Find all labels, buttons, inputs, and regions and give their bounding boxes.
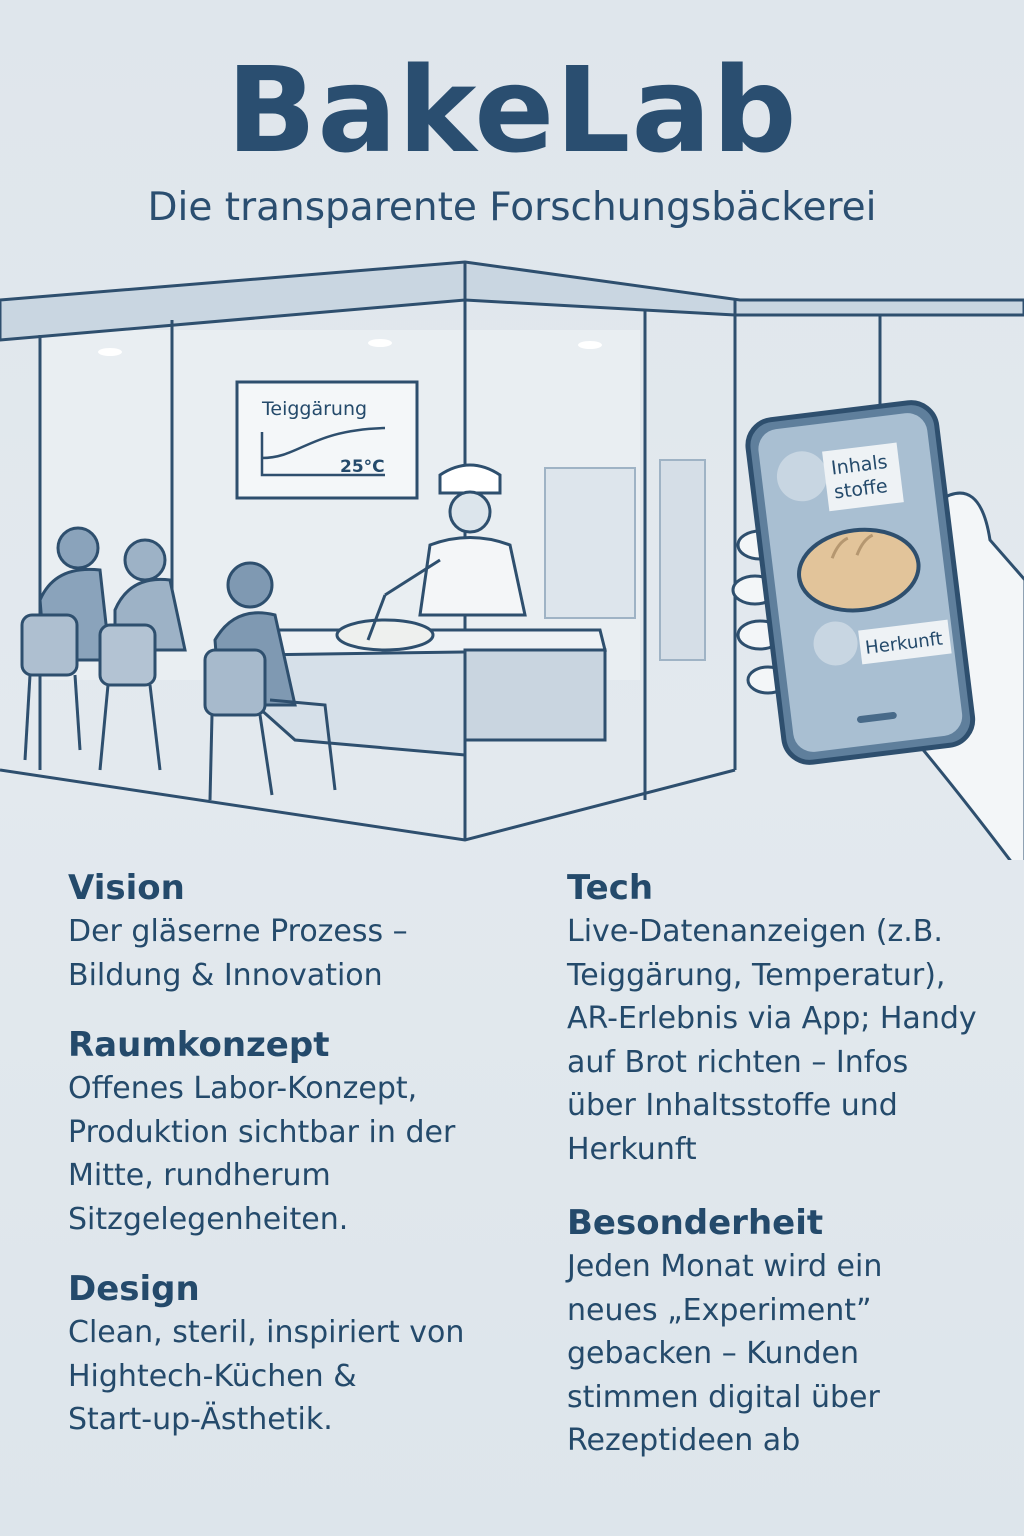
section-text: Der gläserne Prozess –	[68, 914, 408, 949]
section-heading: Raumkonzept	[68, 1025, 330, 1065]
section-text: Herkunft	[567, 1131, 697, 1167]
visitor-figure	[98, 538, 187, 771]
smartphone	[745, 400, 976, 765]
section-text: auf Brot richten – Infos	[567, 1044, 909, 1080]
section-heading: Design	[68, 1269, 200, 1309]
section-tech: Tech Live-Datenanzeigen (z.B. Teiggärung…	[567, 866, 1024, 1171]
ceiling-light	[98, 348, 122, 356]
chef-figure	[366, 463, 527, 641]
bakery-illustration: Teiggärung 25°C Inhals stoffe Herkunft	[0, 260, 1024, 860]
poster-title: BakeLab	[226, 41, 798, 179]
ceiling-light	[578, 341, 602, 349]
section-design: Design Clean, steril, inspiriert von Hig…	[68, 1267, 548, 1442]
section-text: über Inhaltsstoffe und	[567, 1088, 898, 1123]
section-text: Offenes Labor-Konzept,	[68, 1071, 418, 1106]
section-vision: Vision Der gläserne Prozess – Bildung & …	[68, 866, 548, 997]
section-text: gebacken – Kunden	[567, 1336, 859, 1371]
section-text: Rezeptideen ab	[567, 1423, 801, 1458]
section-text: stimmen digital über	[567, 1379, 880, 1415]
section-raumkonzept: Raumkonzept Offenes Labor-Konzept, Produ…	[68, 1023, 548, 1241]
section-text: Produktion sichtbar in der	[68, 1114, 456, 1150]
left-column: Vision Der gläserne Prozess – Bildung & …	[68, 866, 548, 1468]
screen-label: Teiggärung	[261, 398, 367, 420]
section-text: AR-Erlebnis via App; Handy	[567, 1001, 977, 1036]
section-text: neues „Experiment”	[567, 1292, 872, 1328]
dough	[335, 618, 435, 652]
section-text: Hightech-Küchen &	[68, 1358, 357, 1394]
section-heading: Besonderheit	[567, 1203, 824, 1243]
data-screen	[235, 380, 419, 500]
section-text: Clean, steril, inspiriert von	[68, 1315, 465, 1350]
back-shelf	[544, 467, 636, 619]
origin-icon	[813, 621, 858, 666]
section-text: Mitte, rundherum	[68, 1158, 331, 1193]
section-text: Jeden Monat wird ein	[567, 1249, 883, 1284]
ingredients-icon	[776, 451, 827, 502]
section-text: Teiggärung, Temperatur),	[567, 957, 946, 993]
ceiling-light	[368, 339, 392, 347]
section-heading: Tech	[567, 868, 654, 908]
section-heading: Vision	[68, 868, 185, 908]
section-besonderheit: Besonderheit Jeden Monat wird ein neues …	[567, 1201, 1024, 1463]
bread-icon	[797, 527, 921, 613]
section-text: Sitzgelegenheiten.	[68, 1201, 349, 1237]
poster-subtitle: Die transparente Forschungsbäckerei	[147, 185, 877, 230]
visitor-figure	[20, 526, 112, 761]
visitor-figure	[203, 561, 337, 801]
fermentation-curve	[260, 426, 386, 477]
screen-temperature: 25°C	[340, 457, 385, 477]
glass-ceiling	[0, 260, 1024, 342]
home-indicator	[857, 711, 897, 723]
section-text: Bildung & Innovation	[68, 957, 383, 993]
right-column: Tech Live-Datenanzeigen (z.B. Teiggärung…	[567, 866, 1024, 1493]
section-text: Start-up-Ästhetik.	[68, 1402, 333, 1437]
section-text: Live-Datenanzeigen (z.B.	[567, 914, 943, 949]
